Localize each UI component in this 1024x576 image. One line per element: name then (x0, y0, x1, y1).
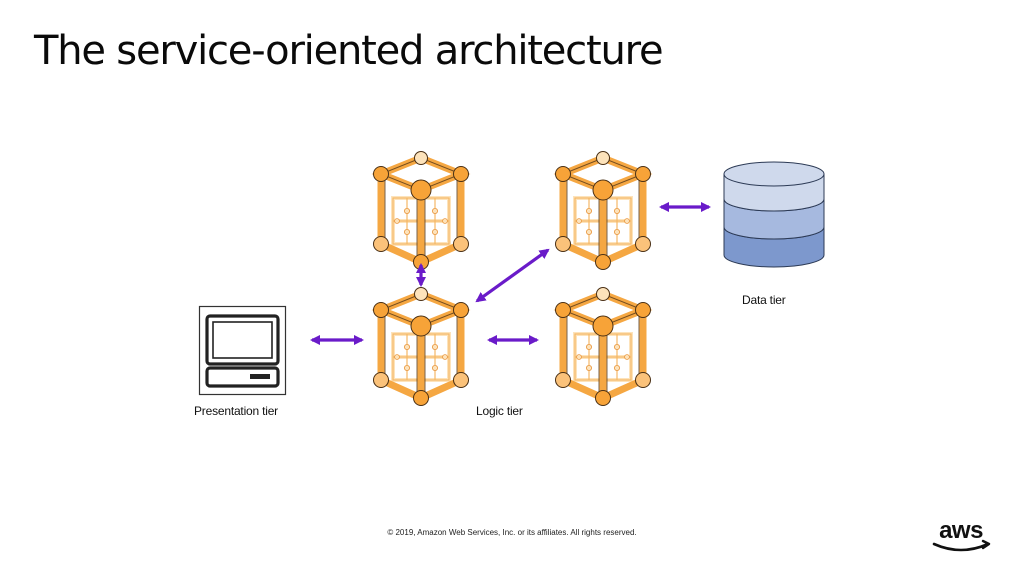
microservice-icon (556, 288, 651, 406)
presentation-tier-label: Presentation tier (194, 404, 278, 418)
microservice-icon (374, 152, 469, 270)
microservice-icon (374, 288, 469, 406)
logic-diagonal-arrow (475, 248, 550, 303)
copyright-footer: © 2019, Amazon Web Services, Inc. or its… (387, 528, 637, 537)
slide-title: The service-oriented architecture (34, 28, 664, 74)
computer-icon (198, 305, 287, 396)
logic-tier-label: Logic tier (476, 404, 523, 418)
aws-logo-icon: aws (932, 517, 991, 552)
data-tier-label: Data tier (742, 293, 786, 307)
database-icon (723, 161, 825, 268)
microservice-icon (556, 152, 651, 270)
aws-logo-text: aws (939, 517, 983, 544)
